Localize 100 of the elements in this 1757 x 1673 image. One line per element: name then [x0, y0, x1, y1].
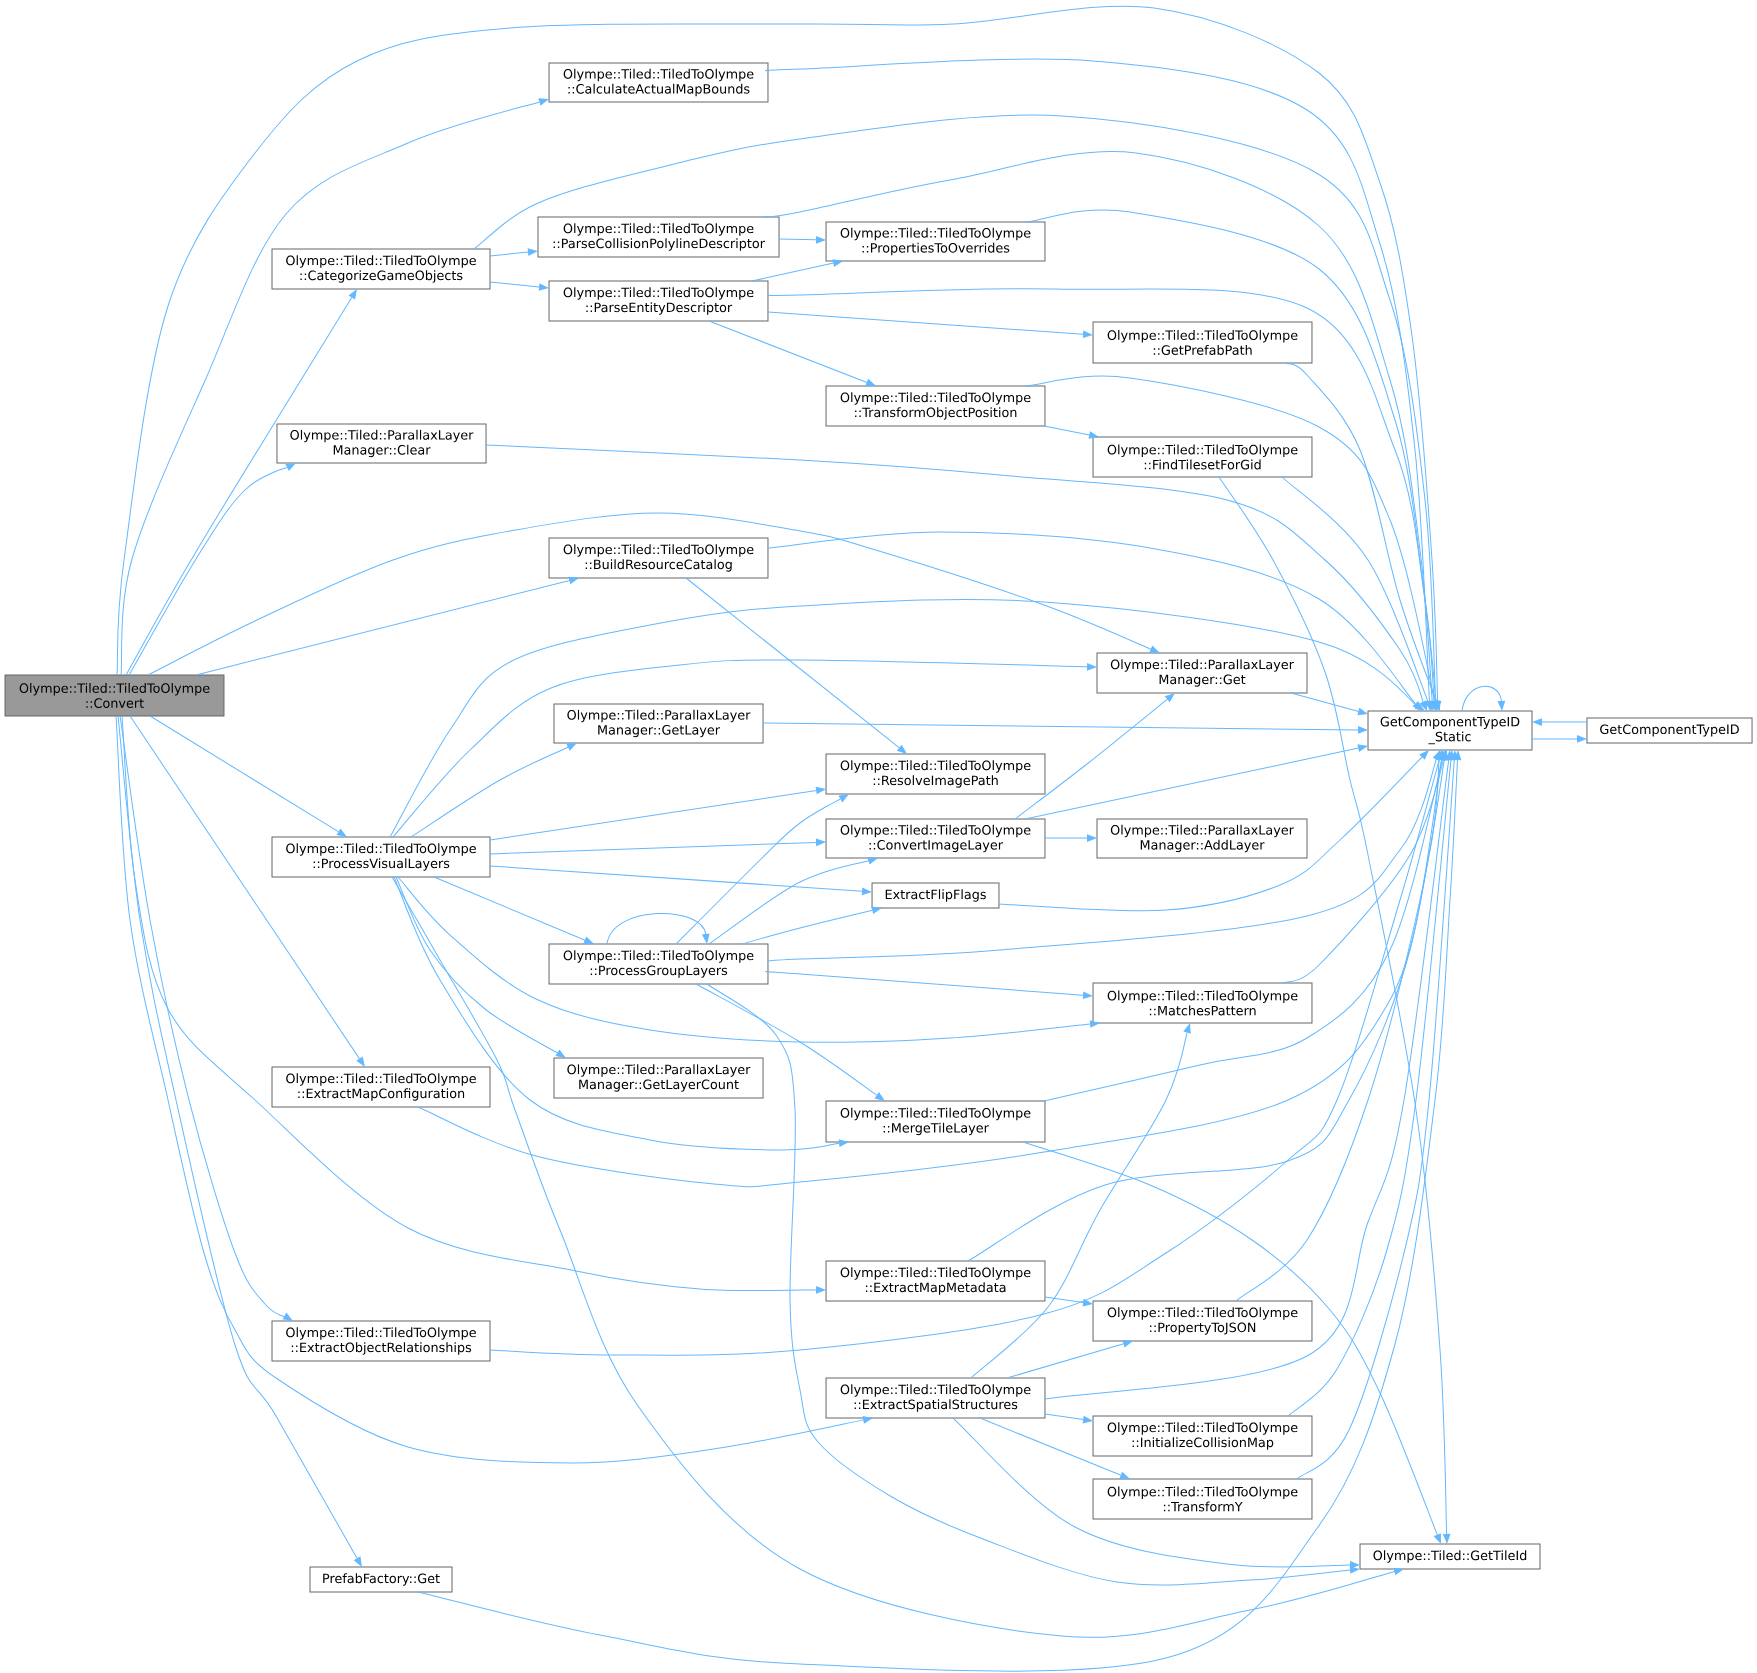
function-box: PrefabFactory::Get: [309, 1566, 453, 1593]
arrow: [489, 865, 872, 895]
arrow: [410, 743, 577, 838]
arrow: [1044, 750, 1453, 1400]
arrow: [393, 876, 849, 1151]
function-box: GetComponentTypeID: [1586, 717, 1753, 744]
arrow: [778, 236, 826, 244]
arrow: [767, 750, 1440, 962]
function-box: Olympe::Tiled::ParallaxLayer Manager::Clear: [276, 423, 487, 464]
arrow: [706, 983, 1360, 1586]
arrow: [708, 857, 878, 945]
arrow: [391, 876, 1404, 1638]
function-box: ExtractFlipFlags: [871, 882, 1000, 909]
arrow: [417, 750, 1443, 1188]
arrow: [1044, 1413, 1093, 1424]
arrow: [952, 1417, 1360, 1569]
arrow: [417, 750, 1462, 1672]
arrow: [1044, 1296, 1093, 1307]
arrow: [117, 715, 362, 1567]
arrow: [751, 259, 843, 282]
arrow: [1531, 735, 1587, 743]
function-box: Olympe::Tiled::ParallaxLayer Manager::AddLayer: [1096, 818, 1308, 859]
arrow: [708, 320, 876, 386]
function-box: Olympe::Tiled::ParallaxLayer Manager::GetLayer: [553, 703, 764, 744]
function-box: Olympe::Tiled::TiledToOlympe ::TransformObjectPosition: [825, 385, 1046, 427]
arrow: [392, 659, 1097, 838]
arrow: [685, 577, 907, 754]
arrow: [765, 971, 1093, 999]
function-box: Olympe::Tiled::TiledToOlympe ::ProcessGroupLayers: [548, 943, 769, 985]
arrow: [489, 248, 538, 257]
function-box: Olympe::Tiled::TiledToOlympe ::ExtractMapConfiguration: [271, 1066, 491, 1108]
function-box: Olympe::Tiled::TiledToOlympe ::ExtractMapMetadata: [825, 1260, 1046, 1302]
arrow: [489, 786, 826, 841]
arrow: [1218, 476, 1451, 1544]
arrow: [489, 750, 1443, 1356]
function-box: Olympe::Tiled::TiledToOlympe ::ExtractSpatialStructures: [825, 1377, 1046, 1419]
arrow: [741, 906, 882, 945]
arrow: [1044, 834, 1097, 842]
arrow: [485, 444, 1427, 711]
function-box: Olympe::Tiled::TiledToOlympe ::ParseEntityDescriptor: [548, 280, 769, 322]
arrow: [1532, 718, 1588, 726]
arrow: [1006, 1340, 1133, 1379]
function-box: Olympe::Tiled::TiledToOlympe ::CalculateActualMapBounds: [548, 62, 769, 103]
function-box: Olympe::Tiled::TiledToOlympe ::PropertyToJSON: [1092, 1300, 1313, 1342]
arrow: [1025, 375, 1439, 711]
function-box: Olympe::Tiled::TiledToOlympe ::CategorizeGameObjects: [271, 248, 491, 290]
function-box: Olympe::Tiled::TiledToOlympe ::InitializeCollisionMap: [1092, 1415, 1313, 1457]
arrow: [1043, 750, 1446, 1102]
arrow: [695, 983, 885, 1101]
arrow: [489, 838, 826, 855]
arrow: [147, 512, 1160, 676]
arrow: [149, 715, 347, 837]
function-box: Olympe::Tiled::TiledToOlympe ::ConvertImageLayer: [825, 818, 1046, 859]
function-box: Olympe::Tiled::GetTileId: [1359, 1543, 1541, 1570]
arrow: [606, 913, 710, 945]
function-box: Olympe::Tiled::TiledToOlympe ::FindTilesetForGid: [1092, 436, 1313, 478]
arrow: [1281, 750, 1448, 984]
function-box: Olympe::Tiled::TiledToOlympe ::ResolveImagePath: [825, 753, 1046, 795]
arrow: [489, 281, 549, 291]
arrow: [1290, 692, 1368, 716]
function-box: GetComponentTypeID _Static: [1367, 710, 1533, 751]
arrow: [767, 288, 1438, 711]
arrow: [120, 98, 549, 676]
arrow: [125, 289, 357, 676]
arrow: [1284, 362, 1441, 711]
function-box: Olympe::Tiled::TiledToOlympe ::MergeTileLayer: [825, 1100, 1046, 1143]
function-box: Olympe::Tiled::TiledToOlympe ::ParseCollisionPolylineDescriptor: [537, 216, 780, 258]
arrow: [129, 715, 365, 1067]
function-box: Olympe::Tiled::TiledToOlympe ::ProcessVisualLayers: [271, 836, 491, 878]
arrow: [970, 1023, 1191, 1379]
arrow: [675, 794, 849, 945]
arrow: [767, 531, 1422, 711]
arrow: [1014, 693, 1175, 820]
arrow: [762, 722, 1368, 734]
arrow: [115, 715, 873, 1464]
arrow: [998, 750, 1429, 912]
arrow: [395, 876, 566, 1058]
arrow: [1235, 750, 1448, 1302]
arrow: [195, 576, 579, 676]
arrow: [397, 876, 1100, 1043]
arrow: [433, 876, 594, 944]
arrow: [119, 715, 293, 1321]
arrow: [967, 750, 1446, 1262]
arrow: [1024, 744, 1368, 820]
arrow: [1281, 476, 1432, 711]
function-box: Olympe::Tiled::TiledToOlympe ::GetPrefabPath: [1092, 321, 1313, 364]
arrow: [979, 1417, 1130, 1479]
arrow: [121, 715, 826, 1294]
function-box: Olympe::Tiled::TiledToOlympe ::TransformY: [1092, 1478, 1313, 1520]
arrow: [1461, 685, 1506, 712]
arrow: [1025, 209, 1440, 711]
function-box: Olympe::Tiled::ParallaxLayer Manager::Get: [1096, 652, 1308, 694]
function-box: Olympe::Tiled::TiledToOlympe ::ExtractObjectRelationships: [271, 1320, 491, 1362]
arrow: [1022, 1141, 1441, 1544]
function-box: Olympe::Tiled::TiledToOlympe ::BuildResourceCatalog: [548, 537, 769, 579]
arrow: [389, 599, 1425, 838]
arrow: [767, 311, 1093, 338]
function-box: Olympe::Tiled::ParallaxLayer Manager::GetLayerCount: [553, 1057, 764, 1099]
function-box: Olympe::Tiled::TiledToOlympe ::PropertiesToOverrides: [825, 221, 1046, 262]
function-box: Olympe::Tiled::TiledToOlympe ::Convert: [4, 674, 225, 717]
